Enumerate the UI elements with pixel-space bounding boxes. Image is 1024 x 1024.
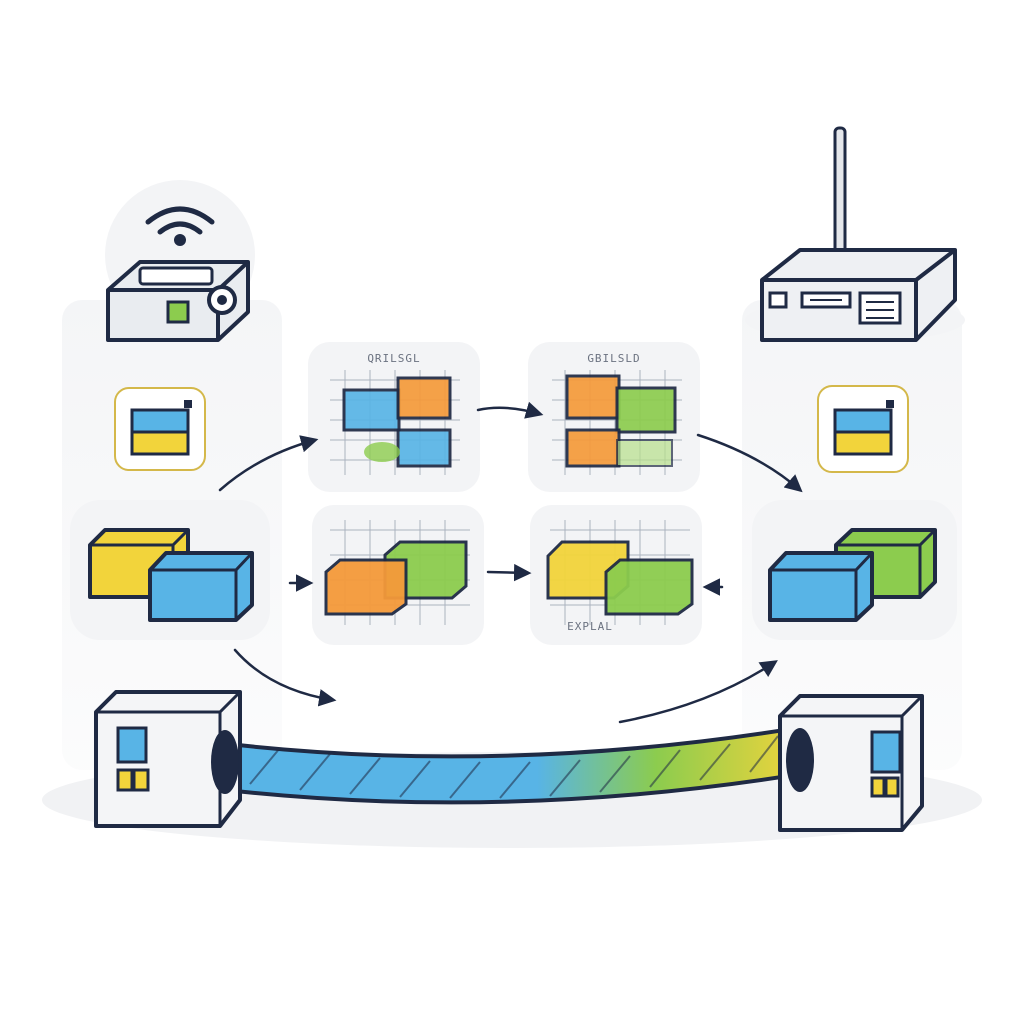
arrow-left-to-top-panel (218, 435, 319, 492)
panel-bottom-left (312, 505, 484, 645)
left-block-pair (70, 500, 270, 640)
arrow-bottom-panel-to-bottom-panel (486, 563, 532, 582)
arrow-top-panel-to-right (696, 433, 803, 493)
right-block-pair (752, 500, 957, 640)
flow-arrows (218, 401, 803, 724)
twisted-cable-icon (185, 725, 830, 805)
panel-top-right-label: GBILSLD (587, 352, 640, 365)
left-data-tile-icon (114, 387, 206, 471)
left-cable-connector-icon (94, 690, 242, 828)
wifi-camera-icon (105, 180, 255, 342)
arrow-top-panel-to-top-panel (476, 401, 544, 419)
router-icon (745, 126, 965, 342)
panel-top-right: GBILSLD (528, 342, 700, 492)
panel-top-left-label: QRILSGL (367, 352, 420, 365)
arrow-left-to-cable (233, 648, 337, 707)
arrow-cable-to-right (618, 660, 778, 724)
right-data-tile-icon (817, 385, 909, 473)
panel-bottom-right: EXPLAL (530, 505, 702, 645)
right-cable-connector-icon (778, 694, 924, 832)
panel-top-left: QRILSGL (308, 342, 480, 492)
panel-bottom-right-label: EXPLAL (567, 620, 613, 633)
